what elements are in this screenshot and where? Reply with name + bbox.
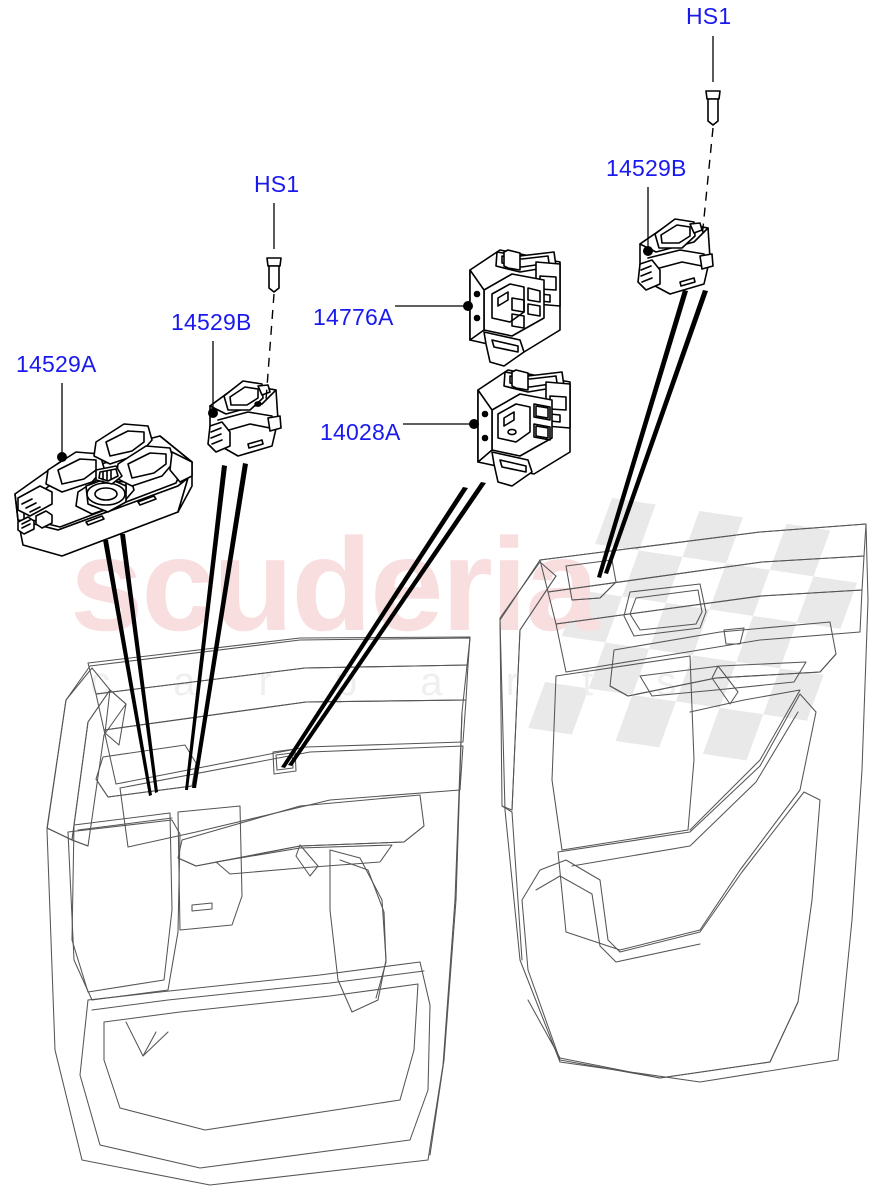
label-14529b-right: 14529B xyxy=(606,155,687,181)
label-14529a: 14529A xyxy=(16,351,97,377)
part-hs1-right-screw xyxy=(701,36,721,239)
label-hs1-left: HS1 xyxy=(254,171,299,197)
part-number-labels: HS1 HS1 14529B 14529B 14776A 14028A 1452… xyxy=(16,3,731,445)
part-14529a-master-switch-pack xyxy=(14,383,193,557)
label-hs1-right: HS1 xyxy=(686,3,731,29)
label-14529b-left: 14529B xyxy=(171,309,252,335)
part-14529b-right-switch xyxy=(637,187,714,295)
label-14028a: 14028A xyxy=(320,419,401,445)
watermark-secondary: c a r p a r t s xyxy=(90,660,702,704)
part-14776a-switch-module xyxy=(395,249,561,367)
part-14529b-left-switch xyxy=(207,341,282,457)
watermark-layer: scuderia c a r p a r t s xyxy=(70,498,858,761)
rear-door-trim-panel xyxy=(499,523,869,1083)
label-14776a: 14776A xyxy=(313,304,394,330)
part-14028a-switch-module xyxy=(403,369,571,487)
part-hs1-left-screw xyxy=(265,203,282,401)
front-door-trim-panel xyxy=(46,636,471,1186)
watermark-primary: scuderia xyxy=(70,511,601,658)
leader-wedges xyxy=(103,290,708,796)
